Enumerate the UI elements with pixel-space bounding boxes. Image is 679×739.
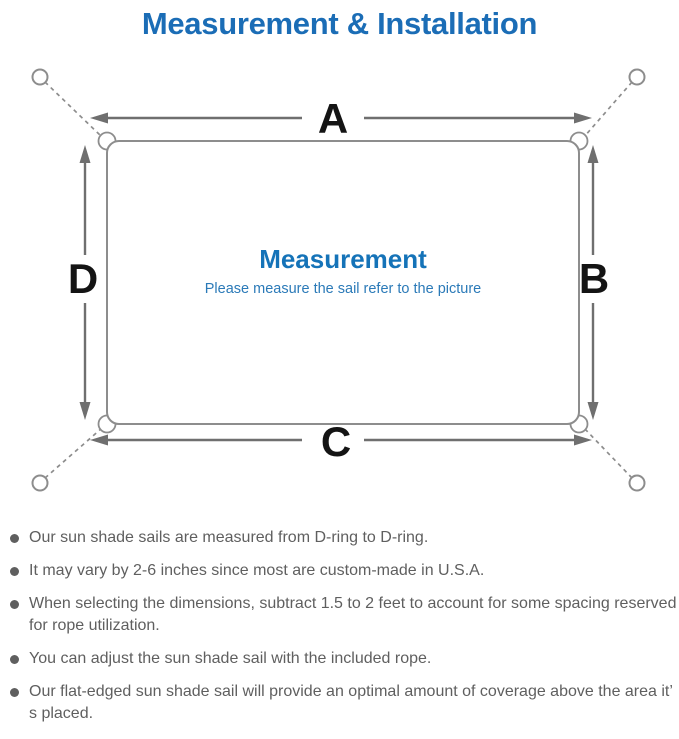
note-text: You can adjust the sun shade sail with t… [29,650,432,667]
note-text: When selecting the dimensions, subtract … [29,595,677,634]
arrow-right-icon [574,112,592,124]
anchor-ring-bottom-right [628,474,646,492]
rope-dashed-line-top-right [583,81,633,138]
bullet-dot [10,655,19,664]
bullet-dot [10,567,19,576]
arrow-right-icon [574,434,592,446]
rope-dashed-line-bottom-right [583,427,633,479]
note-text: Our flat-edged sun shade sail will provi… [29,683,673,722]
bullet-dot [10,688,19,697]
bullet-dot [10,600,19,609]
notes-list: Our sun shade sails are measured from D-… [0,515,679,725]
arrow-left-icon [90,434,108,446]
anchor-ring-bottom-left [31,474,49,492]
dimension-a: A [90,95,592,142]
measurement-diagram: A C D B Measurement Please meas [31,68,646,492]
note-item: It may vary by 2-6 inches since most are… [10,560,677,582]
page-title: Measurement & Installation [141,6,538,41]
shade-sail-rect [106,140,580,425]
note-text: It may vary by 2-6 inches since most are… [29,562,485,579]
note-item: Our flat-edged sun shade sail will provi… [10,681,677,725]
dimension-c: C [90,418,592,465]
note-item: Our sun shade sails are measured from D-… [10,527,677,549]
dimension-label-c: C [321,418,351,465]
arrow-up-icon [79,145,91,163]
diagram-center-title: Measurement [259,244,427,274]
arrow-up-icon [587,145,599,163]
dimension-d: D [68,145,98,420]
arrow-down-icon [79,402,91,420]
dimension-label-a: A [318,95,348,142]
arrow-down-icon [587,402,599,420]
bullet-dot [10,534,19,543]
rope-dashed-line-top-left [44,81,103,138]
note-item: When selecting the dimensions, subtract … [10,593,677,637]
diagram-center-subtitle: Please measure the sail refer to the pic… [205,281,481,297]
note-text: Our sun shade sails are measured from D-… [29,529,429,546]
rope-dashed-line-bottom-left [44,427,103,479]
dimension-label-b: B [579,255,609,302]
arrow-left-icon [90,112,108,124]
note-item: You can adjust the sun shade sail with t… [10,648,677,670]
anchor-ring-top-right [628,68,646,86]
anchor-ring-top-left [31,68,49,86]
dimension-b: B [579,145,609,420]
dimension-label-d: D [68,255,98,302]
